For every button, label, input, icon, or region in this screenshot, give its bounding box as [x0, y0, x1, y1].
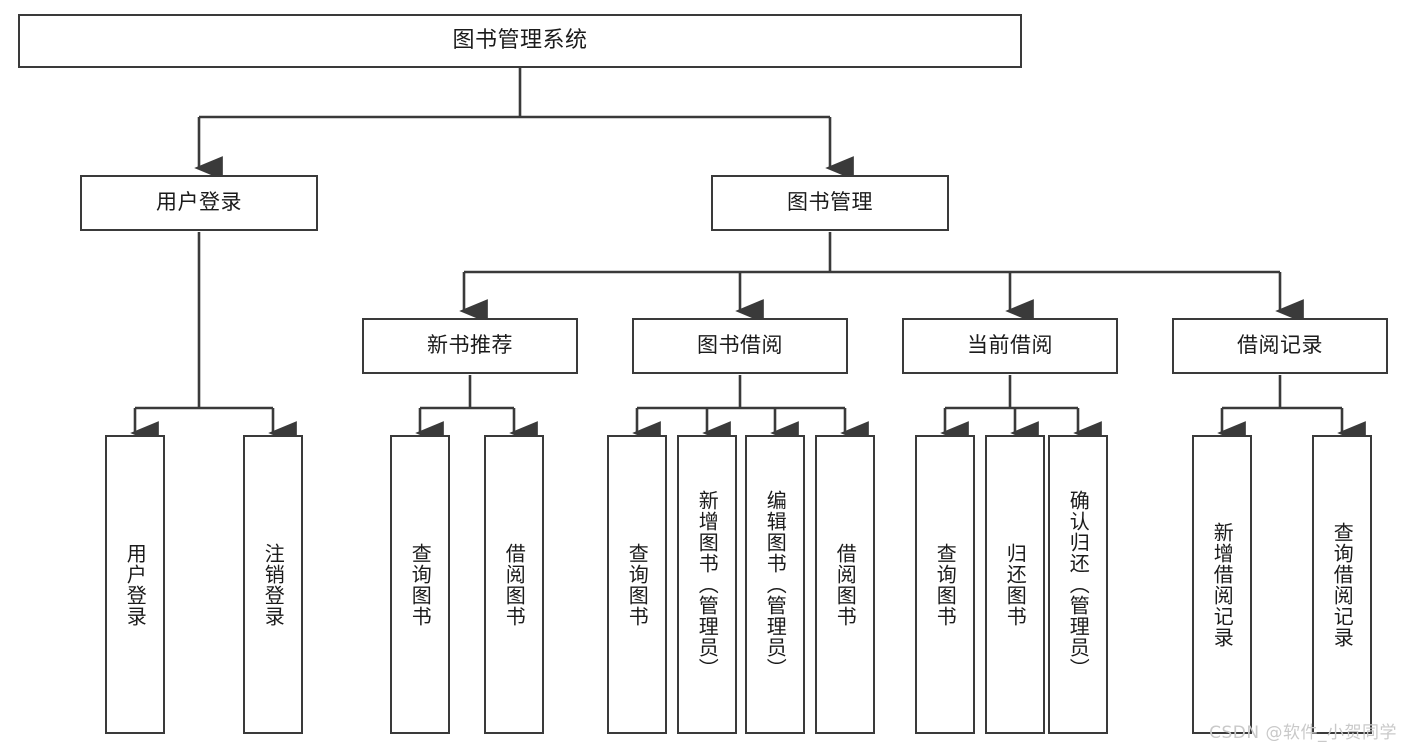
node-new-book-recommend[interactable]: 新书推荐: [362, 318, 578, 374]
node-user-login-label: 用户登录: [156, 190, 242, 215]
node-borrow-record-label: 借阅记录: [1237, 333, 1323, 358]
node-current-borrow[interactable]: 当前借阅: [902, 318, 1118, 374]
node-book-manage-label: 图书管理: [787, 190, 873, 215]
node-leaf-query-book-1-label: 查询图书: [408, 542, 433, 627]
node-leaf-user-login-label: 用户登录: [123, 542, 148, 627]
node-leaf-query-book-2[interactable]: 查询图书: [607, 435, 667, 734]
node-leaf-edit-book[interactable]: 编辑图书（管理员）: [745, 435, 805, 734]
node-book-borrow-label: 图书借阅: [697, 333, 783, 358]
node-leaf-query-book-2-label: 查询图书: [625, 542, 650, 627]
node-leaf-confirm-return[interactable]: 确认归还（管理员）: [1048, 435, 1108, 734]
node-root-label: 图书管理系统: [452, 27, 588, 53]
node-leaf-borrow-book-1-label: 借阅图书: [502, 542, 527, 627]
node-leaf-user-login[interactable]: 用户登录: [105, 435, 165, 734]
node-borrow-record[interactable]: 借阅记录: [1172, 318, 1388, 374]
node-current-borrow-label: 当前借阅: [967, 333, 1053, 358]
node-leaf-borrow-book-1[interactable]: 借阅图书: [484, 435, 544, 734]
node-leaf-logout-login[interactable]: 注销登录: [243, 435, 303, 734]
node-user-login[interactable]: 用户登录: [80, 175, 318, 231]
node-leaf-query-book-3[interactable]: 查询图书: [915, 435, 975, 734]
node-leaf-borrow-book-2-label: 借阅图书: [833, 542, 858, 627]
node-leaf-add-book[interactable]: 新增图书（管理员）: [677, 435, 737, 734]
node-leaf-confirm-return-label: 确认归还（管理员）: [1066, 490, 1091, 679]
node-leaf-query-record[interactable]: 查询借阅记录: [1312, 435, 1372, 734]
node-leaf-query-record-label: 查询借阅记录: [1330, 521, 1355, 648]
node-leaf-logout-login-label: 注销登录: [261, 542, 286, 627]
node-new-book-recommend-label: 新书推荐: [427, 333, 513, 358]
node-root[interactable]: 图书管理系统: [18, 14, 1022, 68]
node-leaf-query-book-1[interactable]: 查询图书: [390, 435, 450, 734]
node-leaf-return-book-label: 归还图书: [1003, 542, 1028, 627]
node-leaf-add-book-label: 新增图书（管理员）: [695, 490, 720, 679]
node-leaf-add-record-label: 新增借阅记录: [1210, 521, 1235, 648]
node-leaf-query-book-3-label: 查询图书: [933, 542, 958, 627]
node-leaf-add-record[interactable]: 新增借阅记录: [1192, 435, 1252, 734]
node-book-manage[interactable]: 图书管理: [711, 175, 949, 231]
node-leaf-edit-book-label: 编辑图书（管理员）: [763, 490, 788, 679]
node-leaf-borrow-book-2[interactable]: 借阅图书: [815, 435, 875, 734]
node-book-borrow[interactable]: 图书借阅: [632, 318, 848, 374]
node-leaf-return-book[interactable]: 归还图书: [985, 435, 1045, 734]
